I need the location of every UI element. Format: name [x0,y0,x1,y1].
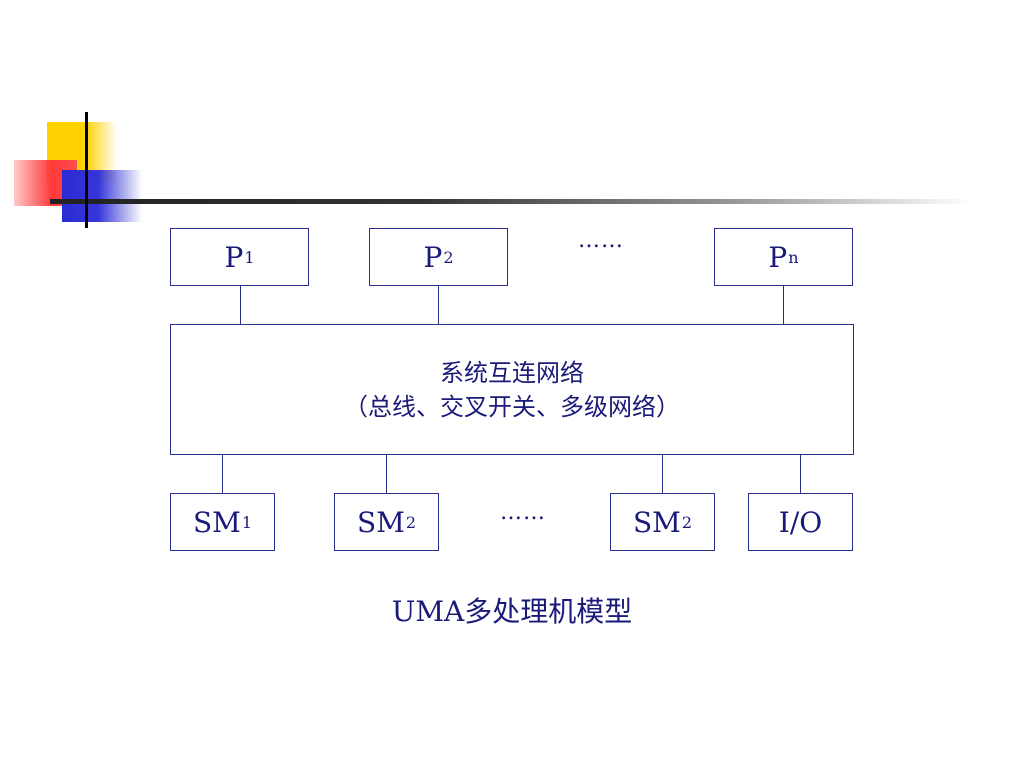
connector-line [240,286,241,325]
network-subtitle: （总线、交叉开关、多级网络） [344,392,680,421]
memory-label: SM [356,505,405,539]
decor-blue-square [62,170,142,222]
connector-line [662,455,663,494]
memory-label: SM [192,505,241,539]
title-divider-line [50,199,970,204]
memory-subscript: 2 [405,512,417,532]
memory-subscript: 2 [681,512,693,532]
io-label: I/O [778,505,823,539]
processor-label: P [768,240,788,274]
processor-subscript: 2 [443,247,454,267]
diagram-caption: UMA多处理机模型 [391,595,633,628]
interconnect-network-box: 系统互连网络 （总线、交叉开关、多级网络） [170,324,854,455]
network-title: 系统互连网络 [440,358,584,387]
processor-label: P [224,240,244,274]
memory-subscript: 1 [241,512,253,532]
connector-line [222,455,223,494]
processor-label: P [423,240,443,274]
connector-line [386,455,387,494]
processor-subscript: n [788,247,799,267]
memory-ellipsis: …… [500,500,546,525]
io-box: I/O [748,493,853,551]
memory-label: SM [632,505,681,539]
processor-ellipsis: …… [578,228,624,253]
processor-subscript: 1 [244,247,255,267]
connector-line [783,286,784,325]
connector-line [438,286,439,325]
connector-line [800,455,801,494]
decor-vertical-bar [85,112,88,228]
